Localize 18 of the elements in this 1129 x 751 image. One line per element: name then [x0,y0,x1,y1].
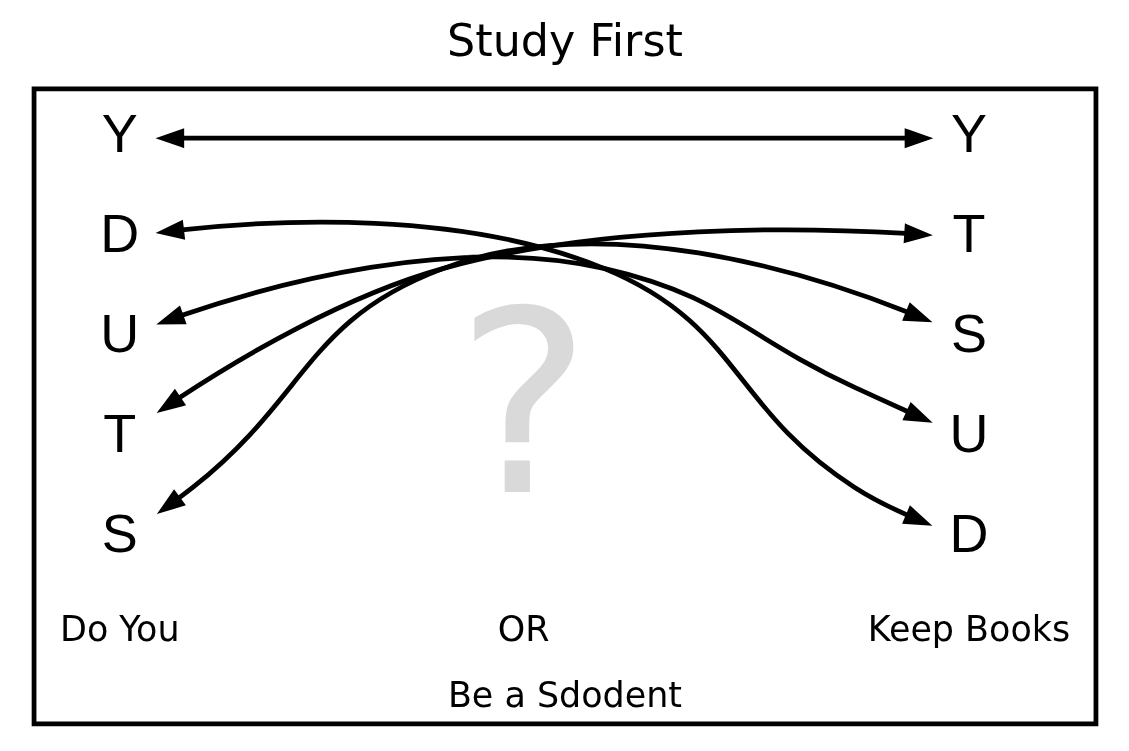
arrow [156,223,933,413]
node-text: S [950,303,987,364]
diagram-title: Study First [446,15,683,67]
node-text: U [99,303,139,364]
node-text: Y [101,103,138,164]
arrow [155,254,933,423]
label: ? [455,256,591,553]
node-text: T [102,403,136,464]
node-text: S [101,503,138,564]
node-text: D [99,203,139,264]
node-text: T [951,203,985,264]
arrow [155,128,933,149]
node-text: Y [950,103,987,164]
node-text: D [948,503,988,564]
label: Keep Books [867,608,1070,649]
node-text: U [948,403,988,464]
label: OR [497,608,550,649]
label: Do You [59,608,180,649]
